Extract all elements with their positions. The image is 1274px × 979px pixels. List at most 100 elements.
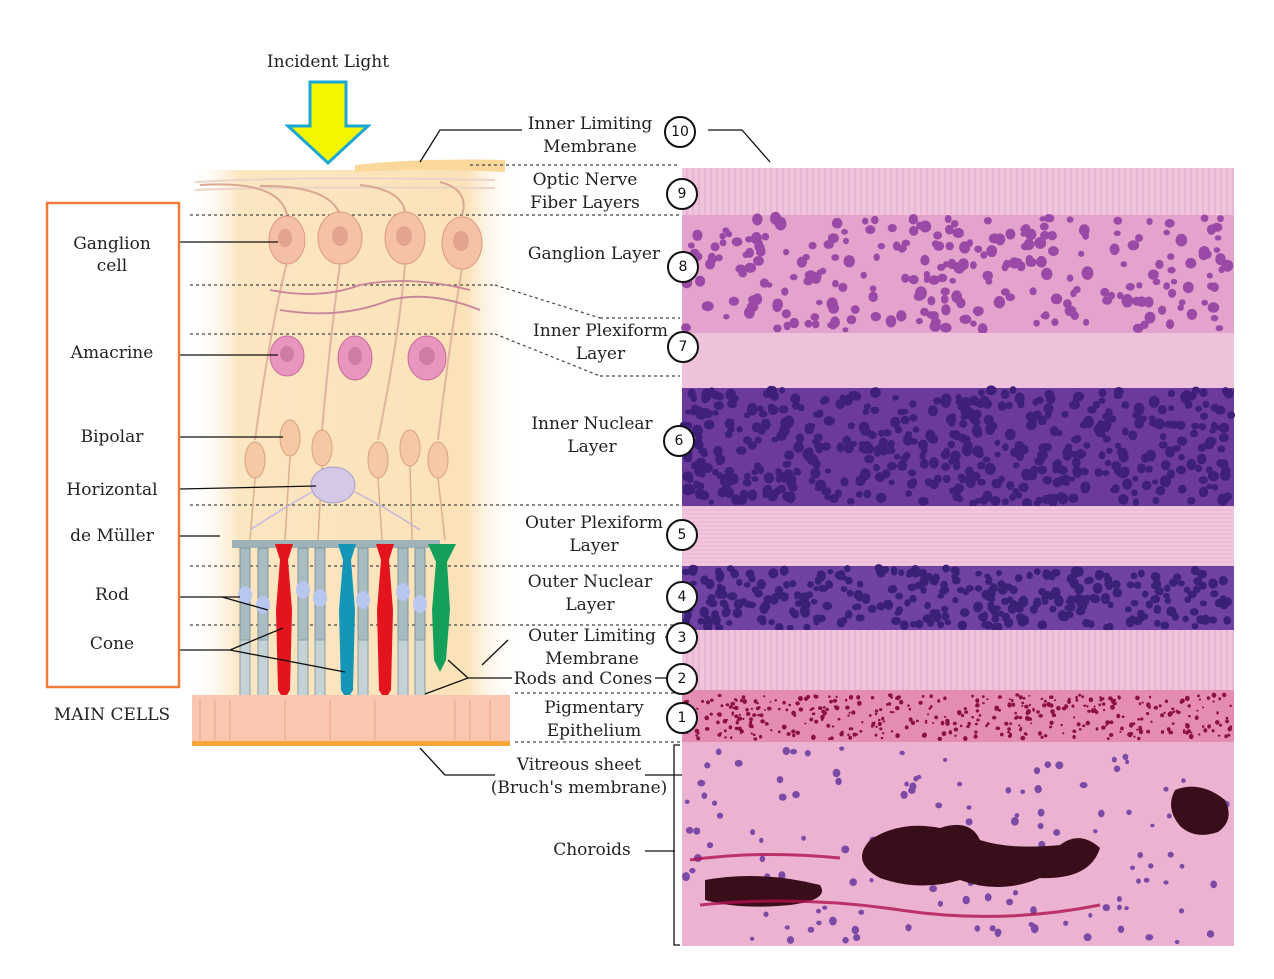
- stain-nucleus: [749, 717, 753, 722]
- stain-nucleus: [1093, 705, 1096, 708]
- stain-nucleus: [1164, 584, 1171, 592]
- stain-nucleus: [959, 419, 968, 428]
- stain-nucleus: [931, 240, 940, 248]
- stain-nucleus: [715, 587, 726, 599]
- stain-nucleus: [998, 610, 1005, 617]
- layer-8-number: 8: [667, 251, 699, 283]
- stain-nucleus: [918, 439, 928, 450]
- stain-nucleus: [1100, 287, 1110, 297]
- stain-nucleus: [818, 584, 827, 593]
- stain-nucleus: [1178, 908, 1185, 914]
- stain-nucleus: [770, 729, 773, 732]
- stain-nucleus: [754, 436, 762, 444]
- stain-nucleus: [984, 594, 994, 602]
- stain-nucleus: [1165, 319, 1175, 330]
- stain-nucleus: [1079, 468, 1089, 476]
- stain-nucleus: [1146, 729, 1151, 734]
- stain-nucleus: [765, 282, 773, 288]
- stain-nucleus: [1067, 602, 1076, 612]
- stain-nucleus: [703, 621, 713, 632]
- stain-nucleus: [900, 620, 909, 630]
- stain-nucleus: [707, 252, 716, 263]
- stain-nucleus: [890, 730, 894, 733]
- stain-nucleus: [722, 719, 728, 724]
- stain-nucleus: [966, 805, 972, 810]
- stain-nucleus: [1186, 308, 1198, 320]
- stain-nucleus: [1092, 401, 1100, 409]
- stain-nucleus: [842, 435, 851, 446]
- stain-nucleus: [793, 469, 802, 476]
- stain-nucleus: [943, 696, 947, 701]
- stain-nucleus: [1067, 697, 1071, 701]
- stain-nucleus: [910, 565, 920, 574]
- stain-nucleus: [1071, 457, 1081, 468]
- stain-nucleus: [1043, 403, 1054, 414]
- stain-nucleus: [1111, 461, 1122, 471]
- stain-nucleus: [1197, 443, 1207, 452]
- stain-nucleus: [1102, 470, 1110, 476]
- stain-nucleus: [684, 409, 692, 415]
- stain-nucleus: [1020, 231, 1027, 237]
- stain-nucleus: [916, 221, 923, 230]
- stain-nucleus: [941, 731, 947, 737]
- stain-nucleus: [846, 589, 854, 597]
- stain-nucleus: [895, 606, 903, 615]
- stain-nucleus: [1066, 216, 1074, 223]
- stain-nucleus: [807, 926, 815, 933]
- stain-nucleus: [1194, 715, 1199, 720]
- stain-nucleus: [973, 734, 978, 739]
- stain-nucleus: [1007, 702, 1012, 708]
- stain-nucleus: [1178, 299, 1186, 306]
- stain-nucleus: [906, 572, 913, 578]
- stain-nucleus: [728, 705, 733, 709]
- stain-nucleus: [990, 496, 1001, 506]
- layer-2-number: 2: [666, 663, 698, 695]
- stain-nucleus: [1210, 590, 1219, 598]
- stain-nucleus: [881, 716, 885, 721]
- stain-nucleus: [952, 463, 961, 471]
- stain-nucleus: [811, 707, 815, 710]
- stain-nucleus: [837, 717, 841, 721]
- stain-nucleus: [878, 718, 881, 722]
- stain-nucleus: [1198, 476, 1208, 484]
- stain-nucleus: [892, 711, 895, 714]
- stain-nucleus: [684, 610, 692, 620]
- stain-nucleus: [863, 489, 872, 499]
- stain-nucleus: [1083, 704, 1087, 707]
- stain-nucleus: [978, 714, 982, 717]
- stain-nucleus: [918, 700, 923, 705]
- stain-nucleus: [711, 390, 721, 400]
- stain-nucleus: [1199, 388, 1208, 398]
- stain-nucleus: [1185, 730, 1189, 735]
- stain-nucleus: [1129, 722, 1134, 727]
- stain-nucleus: [807, 581, 814, 588]
- stain-nucleus: [694, 406, 703, 415]
- amacrine-cells: [269, 335, 447, 381]
- stain-nucleus: [1063, 299, 1072, 309]
- stain-nucleus: [973, 603, 983, 613]
- stain-nucleus: [1072, 735, 1076, 739]
- stain-nucleus: [870, 724, 874, 728]
- stain-nucleus: [1177, 304, 1184, 311]
- stain-nucleus: [813, 433, 823, 441]
- stain-nucleus: [725, 388, 736, 401]
- stain-nucleus: [681, 323, 691, 332]
- stain-nucleus: [712, 410, 719, 416]
- stain-nucleus: [1014, 441, 1025, 452]
- stain-nucleus: [816, 269, 824, 275]
- stain-nucleus: [1206, 696, 1211, 700]
- stain-nucleus: [686, 477, 694, 483]
- stain-nucleus: [1188, 715, 1191, 718]
- stain-nucleus: [950, 220, 959, 228]
- stain-nucleus: [922, 614, 933, 623]
- rod-label: Rod: [95, 585, 129, 605]
- stain-nucleus: [733, 698, 737, 701]
- stain-nucleus: [990, 623, 999, 631]
- stain-nucleus: [839, 394, 846, 401]
- stain-nucleus: [1202, 400, 1210, 409]
- stain-nucleus: [741, 695, 746, 700]
- stain-nucleus: [1187, 497, 1196, 505]
- stain-nucleus: [998, 401, 1006, 409]
